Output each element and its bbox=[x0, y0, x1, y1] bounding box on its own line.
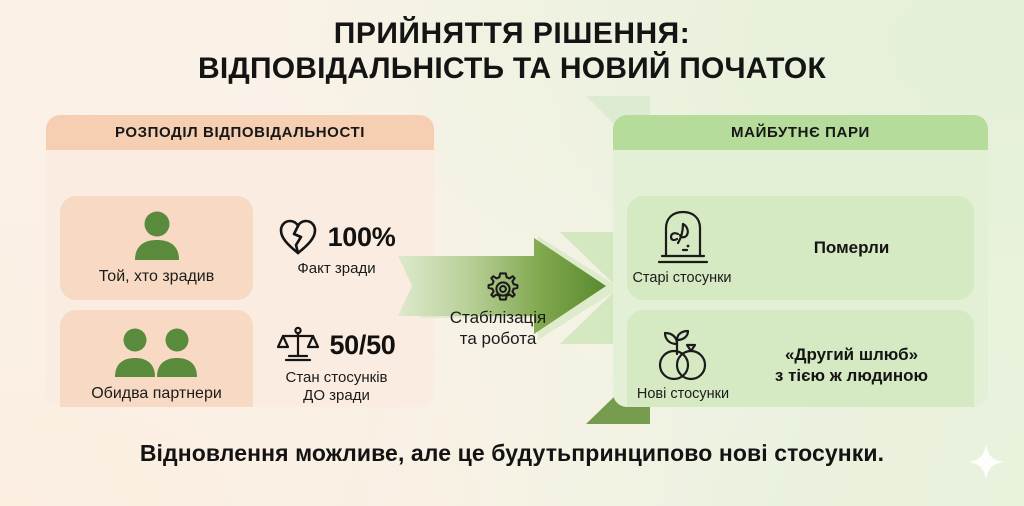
old-relationship-icon-group: Старі стосунки bbox=[627, 210, 739, 286]
balance-scale-icon bbox=[277, 327, 320, 362]
new-relationship-status: «Другий шлюб» з тією ж людиною bbox=[739, 344, 974, 387]
title-line-1: ПРИЙНЯТТЯ РІШЕННЯ: bbox=[333, 17, 691, 50]
new-relationship-caption: Нові стосунки bbox=[636, 386, 730, 402]
new-relationship-line-1: «Другий шлюб» bbox=[784, 344, 919, 364]
stat-relationship-state-value: 50/50 bbox=[329, 329, 396, 360]
wilting-flower-tombstone-icon bbox=[657, 210, 709, 264]
chip-both-partners-label: Обидва партнери bbox=[91, 385, 222, 402]
title-line-2: ВІДПОВІДАЛЬНІСТЬ ТА НОВИЙ ПОЧАТОК bbox=[198, 52, 826, 86]
panel-couple-future: МАЙБУТНЄ ПАРИ bbox=[613, 115, 988, 407]
future-row-old-relationship: Старі стосунки Померли bbox=[627, 196, 974, 300]
gear-icon bbox=[487, 272, 519, 301]
summary-caption: Відновлення можливе, але це будутьпринци… bbox=[139, 440, 885, 466]
old-relationship-status: Померли bbox=[813, 238, 890, 258]
stat-betrayal-fact-value: 100% bbox=[327, 221, 396, 252]
panel-responsibility: РОЗПОДІЛ ВІДПОВІДАЛЬНОСТІ Той, хто зради… bbox=[46, 115, 434, 407]
stat-relationship-state-caption: Стан стосунків ДО зради bbox=[285, 369, 387, 404]
single-person-icon bbox=[134, 211, 179, 260]
four-point-star-icon bbox=[968, 444, 1004, 480]
chip-betrayer: Той, хто зрадив bbox=[60, 196, 253, 300]
broken-heart-icon bbox=[279, 219, 316, 255]
wedding-rings-sprout-icon bbox=[658, 329, 707, 381]
page-title: ПРИЙНЯТТЯ РІШЕННЯ: ВІДПОВІДАЛЬНІСТЬ ТА Н… bbox=[0, 16, 1024, 87]
responsibility-row-2: Обидва партнери bbox=[60, 310, 420, 407]
chip-both-partners: Обидва партнери bbox=[60, 310, 253, 407]
stat-betrayal-fact: 100% Факт зради bbox=[253, 218, 420, 278]
responsibility-row-1: Той, хто зрадив 100% Факт зради bbox=[60, 196, 420, 300]
arrow-caption-line-1: Стабілізація bbox=[449, 308, 547, 327]
process-arrow bbox=[398, 232, 620, 344]
panel-responsibility-header: РОЗПОДІЛ ВІДПОВІДАЛЬНОСТІ bbox=[46, 115, 434, 150]
arrow-caption: Стабілізація та робота bbox=[398, 308, 598, 349]
chip-betrayer-label: Той, хто зрадив bbox=[98, 268, 215, 285]
stat-relationship-state: 50/50 Стан стосунків ДО зради bbox=[253, 325, 420, 404]
arrow-caption-line-2: та робота bbox=[459, 328, 537, 348]
new-relationship-line-2: з тією ж людиною bbox=[774, 366, 929, 385]
stat-betrayal-fact-caption: Факт зради bbox=[297, 260, 376, 278]
stat-caption-line-2: ДО зради bbox=[303, 387, 370, 404]
panel-couple-future-header: МАЙБУТНЄ ПАРИ bbox=[613, 115, 988, 150]
stat-caption-line-1: Стан стосунків bbox=[285, 369, 388, 387]
old-relationship-caption: Старі стосунки bbox=[632, 270, 732, 286]
future-row-new-relationship: Нові стосунки «Другий шлюб» з тією ж люд… bbox=[627, 310, 974, 407]
new-relationship-icon-group: Нові стосунки bbox=[627, 328, 739, 402]
two-people-icon bbox=[114, 328, 197, 377]
